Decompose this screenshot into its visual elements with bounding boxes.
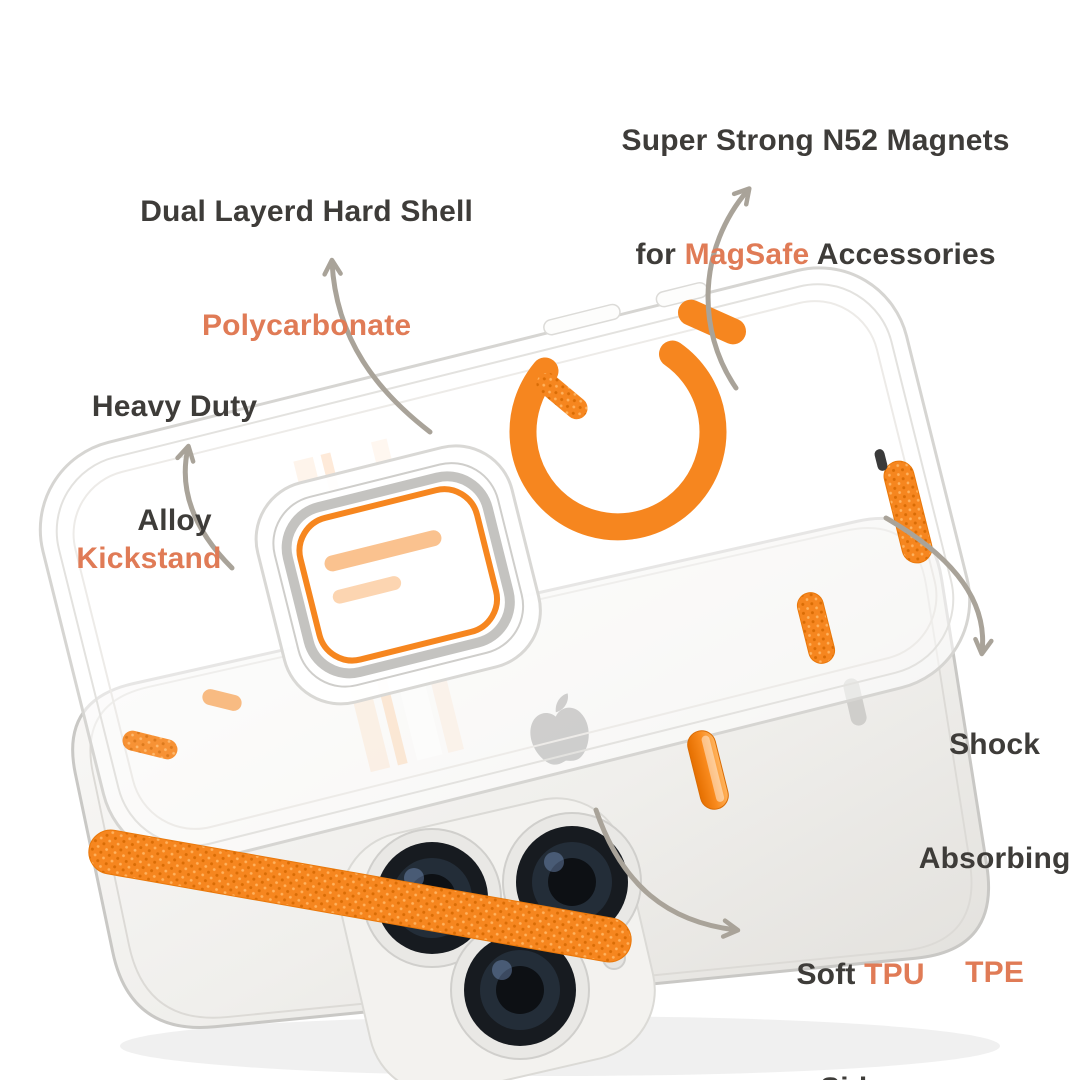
magsafe-textured-pill [536,372,588,420]
magnets-text-post: Accessories [809,238,996,271]
callout-hard-shell-line1: Dual Layerd Hard Shell [85,155,477,269]
magsafe-accent-text: MagSafe [684,238,810,271]
arrow-magnets [705,186,752,391]
orange-side-button [687,730,729,810]
tpu-strip-left-2 [202,689,242,711]
camera-lens-3 [450,920,590,1060]
magnets-text-pre: for [635,238,685,271]
camera-cutout-kickstand [254,444,542,706]
kickstand-accent-text: Kickstand [76,542,222,575]
callout-kickstand-line2: Alloy Kickstand [18,464,280,616]
callout-kickstand-line1: Heavy Duty [18,350,280,464]
arrow-kickstand [175,443,235,571]
arrow-tpu [593,807,741,939]
callout-hard-shell-line2: Polycarbonate [85,269,477,383]
tpu-strip-bottom [88,829,632,963]
callout-magnets: Super Strong N52 Magnets for MagSafe Acc… [565,84,1015,312]
arrow-hard-shell [322,257,433,435]
callout-tpu-line2: Sides [735,1032,935,1080]
tpe-text-1: Shock [949,728,1041,761]
kickstand-text: Heavy Duty [91,390,258,423]
callout-magnets-line1: Super Strong N52 Magnets [565,84,1015,198]
tpu-text-pre: Soft [796,958,865,991]
tpu-text-2: Sides [820,1072,901,1080]
callout-tpu: Soft TPU Sides [735,918,935,1080]
tpu-accent-text: TPU [864,958,925,991]
callout-tpe-line2: Absorbing [860,802,1078,916]
cutout-orange-rim [296,486,500,664]
polycarbonate-accent-text: Polycarbonate [201,309,412,342]
case-illustration [38,266,972,963]
case-top-button-1 [543,303,621,336]
callout-tpe: Shock Absorbing TPE [860,688,1078,1030]
callout-tpe-line3: TPE [860,916,1078,1030]
callout-magnets-line2: for MagSafe Accessories [565,198,1015,312]
callout-tpu-line1: Soft TPU [735,918,935,1032]
magnets-text: Super Strong N52 Magnets [621,124,1010,157]
hard-shell-text: Dual Layerd Hard Shell [140,195,474,228]
kickstand-metal-ring [281,471,515,679]
tpe-accent-text: TPE [965,956,1025,989]
annotation-arrows [175,186,994,939]
tpu-strip-left-1 [122,730,178,760]
magsafe-ring [509,340,727,541]
tpe-text-2: Absorbing [918,842,1071,875]
callout-kickstand: Heavy Duty Alloy Kickstand [18,350,280,616]
tpu-strip-right [796,592,836,664]
callout-hard-shell: Dual Layerd Hard Shell Polycarbonate [85,155,477,383]
arrow-tpe [883,515,994,657]
callout-tpe-line1: Shock [860,688,1078,802]
camera-control-mark [874,449,888,471]
kickstand-text-pre: Alloy [137,504,221,537]
